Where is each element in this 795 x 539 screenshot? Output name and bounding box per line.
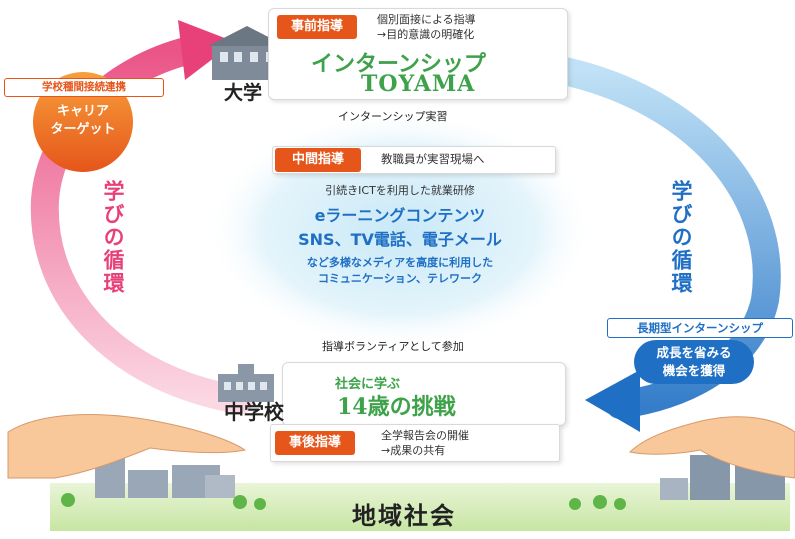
pre-guidance-tag: 事前指導 [277, 15, 357, 39]
career-target-line-2: ターゲット [50, 122, 116, 137]
pink-arrow-head [178, 20, 235, 80]
internship-subtitle: TOYAMA [361, 71, 476, 97]
community-label: 地域社会 [352, 501, 456, 530]
pre-guidance-note-1: 個別面接による指導 [377, 13, 476, 26]
career-badge-circle [33, 72, 133, 172]
left-hand-illustration [7, 414, 247, 479]
long-internship-header: 長期型インターンシップ [607, 318, 793, 338]
post-guidance-note-2: →成果の共有 [381, 444, 446, 457]
post-guidance-card: 事後指導 全学報告会の開催 →成果の共有 [270, 424, 560, 462]
long-internship-line-2: 機会を獲得 [662, 363, 726, 378]
long-internship-line-1: 成長を省みる [656, 345, 732, 360]
right-hand-illustration [628, 416, 795, 479]
post-guidance-note-1: 全学報告会の開催 [381, 429, 469, 442]
junior-high-tagline: 社会に学ぶ [335, 377, 401, 392]
internship-practice-caption: インターンシップ実習 [338, 110, 448, 123]
university-card: 事前指導 個別面接による指導 →目的意識の明確化 インターンシップ TOYAMA [268, 8, 568, 100]
telework-line: コミュニケーション、テレワーク [317, 272, 483, 285]
ict-training-block: 引続きICTを利用した就業研修 eラーニングコンテンツ SNS、TV電話、電子メ… [200, 180, 600, 290]
sns-tv-email-line: SNS、TV電話、電子メール [298, 230, 502, 249]
media-usage-line: など多様なメディアを高度に利用した [306, 256, 494, 269]
junior-high-card: 社会に学ぶ 14歳の挑戦 [282, 362, 566, 426]
junior-high-building [218, 364, 274, 402]
university-label: 大学 [224, 82, 263, 104]
internship-title: インターンシップ [311, 51, 486, 77]
trees [61, 493, 626, 510]
pre-guidance-note-2: →目的意識の明確化 [377, 28, 475, 41]
volunteer-caption: 指導ボランティアとして参加 [322, 340, 464, 353]
post-guidance-tag: 事後指導 [275, 431, 355, 455]
career-target-badge: キャリア ターゲット [33, 103, 133, 139]
junior-high-label: 中学校 [224, 400, 284, 424]
cycle-label-left: 学びの循環 [101, 180, 125, 295]
left-town-buildings [95, 458, 235, 498]
cycle-label-right: 学びの循環 [669, 180, 693, 295]
junior-high-title: 14歳の挑戦 [337, 394, 456, 420]
elearning-line: eラーニングコンテンツ [314, 206, 486, 225]
school-connection-header: 学校種間接続連携 [4, 78, 164, 97]
middle-guidance-note: 教職員が実習現場へ [381, 152, 485, 166]
long-internship-badge: 成長を省みる 機会を獲得 [634, 340, 754, 384]
blue-arrow-head [585, 370, 640, 432]
middle-guidance-card: 中間指導 教職員が実習現場へ [272, 146, 556, 174]
career-target-line-1: キャリア [56, 104, 109, 119]
middle-guidance-tag: 中間指導 [275, 148, 361, 172]
ict-training-line: 引続きICTを利用した就業研修 [325, 184, 475, 197]
